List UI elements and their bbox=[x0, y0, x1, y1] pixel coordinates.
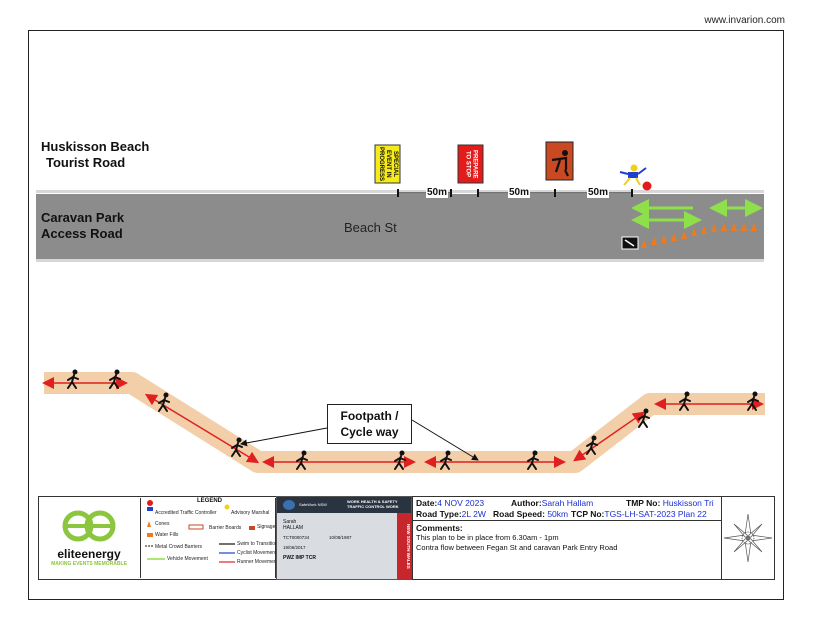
distance-label-3: 50m bbox=[587, 187, 610, 198]
legend-symbols bbox=[145, 500, 255, 563]
prepare-to-stop-sign bbox=[457, 144, 484, 184]
distance-label-2: 50m bbox=[508, 187, 531, 198]
logo-mark-icon bbox=[62, 510, 116, 542]
legend-title: LEGEND bbox=[197, 498, 223, 504]
beach-st-label: Beach St bbox=[344, 220, 397, 235]
runner-figures bbox=[67, 369, 759, 470]
traffic-controller-icon bbox=[619, 164, 652, 191]
title-block-details: Date:4 NOV 2023 Author:Sarah Hallam TMP … bbox=[412, 496, 722, 580]
legend-marshal-icon bbox=[224, 504, 230, 510]
logo-name: eliteenergy bbox=[57, 547, 121, 561]
keep-left-sign bbox=[621, 236, 639, 250]
special-event-sign bbox=[374, 144, 401, 184]
runner-arrow-5 bbox=[573, 411, 645, 462]
legend-barrier-icon bbox=[188, 524, 204, 530]
legend-controller-body-icon bbox=[147, 507, 153, 511]
huskisson-road-label: Huskisson Beach Tourist Road bbox=[41, 139, 150, 170]
legend-cone-icon bbox=[147, 521, 151, 527]
prepare-to-stop-sign-text: PREPARE TO STOP bbox=[464, 149, 478, 179]
footpath-callout: Footpath / Cycle way bbox=[327, 404, 412, 444]
road-surface bbox=[36, 194, 764, 259]
logo-tagline: MAKING EVENTS MEMORABLE bbox=[51, 561, 127, 567]
road-edge-bottom bbox=[36, 259, 764, 262]
company-logo: eliteenergy MAKING EVENTS MEMORABLE bbox=[40, 498, 138, 578]
runner-arrow-2 bbox=[144, 393, 260, 464]
traffic-control-licence: SafeWork NSW WORK HEALTH & SAFETY TRAFFI… bbox=[276, 496, 412, 580]
special-event-sign-text: SPECIAL EVENT IN PROGRESS bbox=[378, 146, 398, 181]
legend-waterfill-icon bbox=[147, 533, 153, 537]
compass-rose-icon bbox=[723, 513, 773, 563]
caravan-road-label: Caravan Park Access Road bbox=[41, 210, 125, 241]
traffic-controller-sign bbox=[545, 141, 574, 181]
comments: Comments: This plan to be in place from … bbox=[416, 523, 618, 552]
website-credit: www.invarion.com bbox=[704, 15, 785, 26]
callout-pointer-right bbox=[411, 419, 479, 461]
legend-signage-icon bbox=[249, 526, 255, 530]
licence-side-strip: NEW SOUTH WALES bbox=[397, 513, 411, 579]
legend: LEGEND Accredited Traffic Controller Adv… bbox=[140, 498, 278, 578]
distance-label-1: 50m bbox=[426, 187, 449, 198]
legend-controller-icon bbox=[147, 500, 153, 506]
drawing-frame bbox=[28, 30, 784, 600]
cone-line bbox=[641, 223, 757, 248]
nsw-logo-icon bbox=[283, 500, 295, 510]
callout-pointer-left bbox=[240, 427, 328, 447]
